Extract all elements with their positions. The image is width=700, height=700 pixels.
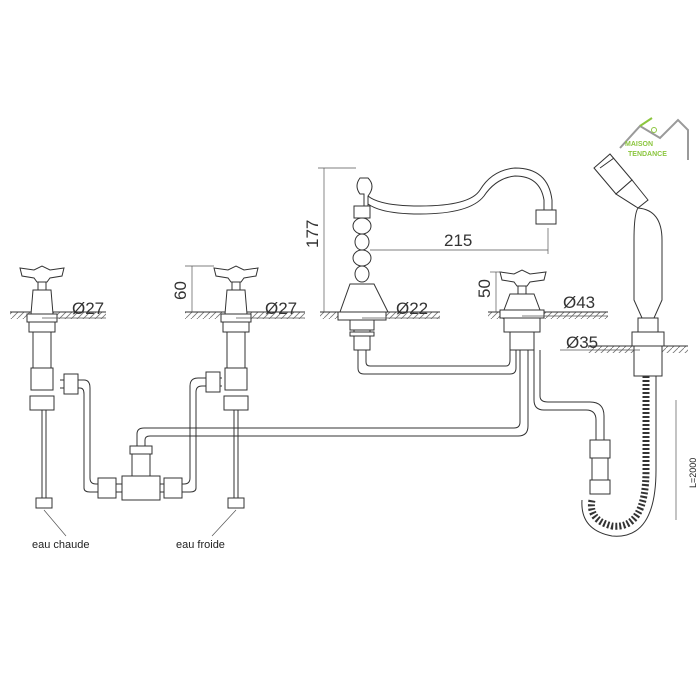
brand-logo: MAISON TENDANCE xyxy=(619,117,689,160)
dim-diverter-height: 50 xyxy=(475,279,494,298)
diverter-valve xyxy=(499,269,547,351)
dim-mid-height: 60 xyxy=(171,281,190,300)
dim-left-diameter: Ø27 xyxy=(72,299,104,318)
hot-water-tap xyxy=(19,265,65,509)
dim-spout-diameter: Ø22 xyxy=(396,299,428,318)
dim-spout-length: 215 xyxy=(444,231,472,250)
hand-shower xyxy=(593,153,665,377)
dim-diverter-diameter: Ø43 xyxy=(563,293,595,312)
label-cold-water: eau froide xyxy=(176,539,225,551)
dim-spout-height: 177 xyxy=(303,220,322,248)
logo-line1: MAISON xyxy=(625,141,653,148)
logo-line2: TENDANCE xyxy=(628,151,667,158)
cold-water-tap xyxy=(213,265,259,509)
shower-hose xyxy=(581,376,657,537)
dim-mid-diameter: Ø27 xyxy=(265,299,297,318)
pipework xyxy=(60,350,611,501)
label-hot-water: eau chaude xyxy=(32,539,90,551)
dimension-lines xyxy=(42,167,677,537)
dim-hose-length: L=2000 xyxy=(688,458,698,488)
dim-shower-diameter: Ø35 xyxy=(566,333,598,352)
spout xyxy=(337,167,557,351)
